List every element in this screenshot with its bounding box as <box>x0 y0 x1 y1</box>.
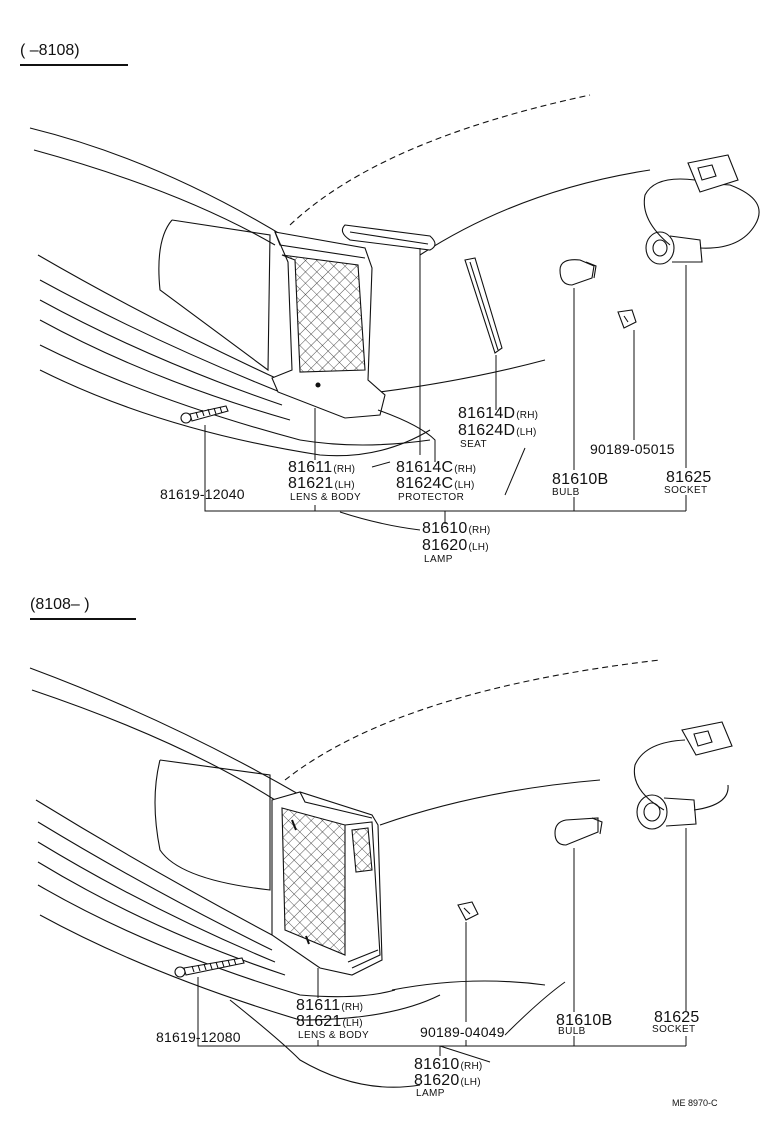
label-lamp: LAMP <box>424 554 453 565</box>
label-bottom-81610: 81610(RH) <box>414 1056 483 1073</box>
bottom-bulb <box>554 817 603 846</box>
bottom-lens-body <box>271 791 383 976</box>
label-bottom-81625: 81625 <box>654 1009 700 1026</box>
label-bottom-81610B: 81610B <box>556 1012 613 1029</box>
top-clip <box>617 309 637 329</box>
label-81614D: 81614D(RH) <box>458 405 539 422</box>
bottom-vehicle-body-outline <box>29 659 661 1088</box>
label-81610: 81610(RH) <box>422 520 491 537</box>
top-vehicle-body-outline <box>29 94 651 457</box>
label-81611: 81611(RH) <box>288 459 356 476</box>
top-bulb <box>559 259 597 286</box>
label-90189-04049: 90189-04049 <box>420 1024 505 1040</box>
top-protector <box>341 224 436 251</box>
top-header-text: ( –8108) <box>20 42 80 59</box>
label-90189-05015: 90189-05015 <box>590 441 675 457</box>
top-lens-body <box>271 231 386 419</box>
label-81619-12040: 81619-12040 <box>160 486 245 502</box>
figure-code: ME 8970-C <box>672 1098 718 1108</box>
label-81624D: 81624D(LH) <box>458 422 537 439</box>
label-bottom-socket: SOCKET <box>652 1024 696 1035</box>
label-bottom-81611: 81611(RH) <box>296 997 364 1014</box>
label-lens-body: LENS & BODY <box>290 492 362 503</box>
bottom-header-text: (8108– ) <box>30 596 90 613</box>
label-81619-12080: 81619-12080 <box>156 1029 241 1045</box>
bottom-socket <box>633 721 733 830</box>
top-section-header: ( –8108) <box>20 42 128 66</box>
label-bottom-lamp: LAMP <box>416 1088 445 1099</box>
bottom-screw <box>174 957 245 978</box>
bottom-section-header: (8108– ) <box>30 596 136 620</box>
label-81614C: 81614C(RH) <box>396 459 477 476</box>
label-seat: SEAT <box>460 439 487 450</box>
label-protector: PROTECTOR <box>398 492 465 503</box>
label-81620: 81620(LH) <box>422 537 489 554</box>
top-leader-lines <box>204 248 687 531</box>
label-81625: 81625 <box>666 469 712 486</box>
label-bulb: BULB <box>552 487 580 498</box>
label-bottom-lens-body: LENS & BODY <box>298 1030 370 1041</box>
bottom-clip <box>457 901 479 921</box>
label-socket: SOCKET <box>664 485 708 496</box>
label-bottom-81621: 81621(LH) <box>296 1013 363 1030</box>
top-header-underline <box>20 64 128 66</box>
top-socket <box>643 154 760 265</box>
label-81621: 81621(LH) <box>288 475 355 492</box>
label-bottom-bulb: BULB <box>558 1026 586 1037</box>
bottom-header-underline <box>30 618 136 620</box>
label-81610B: 81610B <box>552 471 609 488</box>
top-screw <box>180 405 229 424</box>
bottom-leader-lines <box>197 828 687 1063</box>
top-seat <box>464 257 503 354</box>
label-81624C: 81624C(LH) <box>396 475 475 492</box>
label-bottom-81620: 81620(LH) <box>414 1072 481 1089</box>
